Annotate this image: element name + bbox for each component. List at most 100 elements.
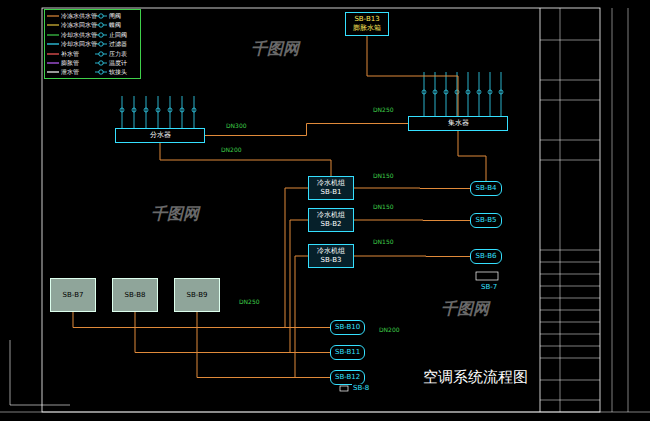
- drawing-title: 空调系统流程图: [423, 368, 528, 386]
- water-pipe: [160, 143, 331, 176]
- frame-line: [540, 298, 600, 299]
- legend-row: 止回阀: [95, 31, 127, 39]
- frame-line: [612, 8, 613, 412]
- legend-row: 过滤器: [95, 40, 127, 48]
- frame-line: [628, 8, 629, 412]
- valve-symbol: [120, 108, 124, 112]
- frame-line: [540, 322, 600, 323]
- pipe-size: DN200: [378, 326, 401, 334]
- node-heading: 冷水机组: [313, 247, 349, 256]
- water-pipe: [73, 312, 330, 328]
- frame-line: [0, 412, 650, 413]
- equipment-tag: 分水器: [120, 131, 200, 140]
- valve-symbol: [132, 108, 136, 112]
- legend-sample: [47, 13, 59, 19]
- equipment-tag: SB-B11: [335, 348, 360, 357]
- legend-label: 蝶阀: [109, 21, 121, 29]
- pipe-size: DN250: [372, 106, 395, 114]
- water-pipe: [367, 36, 458, 116]
- frame-line: [540, 140, 600, 141]
- chiller-unit: 冷水机组SB-B3: [308, 244, 354, 268]
- legend-sample: [47, 32, 59, 38]
- cooling-tower: SB-B7: [50, 278, 96, 312]
- valve-symbol: [168, 108, 172, 112]
- frame-line: [540, 40, 600, 41]
- cooling-tower: SB-B9: [174, 278, 220, 312]
- valve-symbol: [180, 108, 184, 112]
- valve-symbol: [144, 108, 148, 112]
- line-sample: [47, 44, 59, 45]
- legend-label: 止回阀: [109, 31, 127, 39]
- water-pipe: [458, 131, 486, 181]
- expansion-tank: SB-B13膨胀水箱: [345, 12, 389, 36]
- valve-symbol: [422, 90, 426, 94]
- frame-line: [540, 310, 600, 311]
- frame-line: [560, 8, 561, 412]
- equipment-tag: SB-B9: [179, 291, 215, 300]
- legend-label: 压力表: [109, 50, 127, 58]
- node-heading: 冷水机组: [313, 179, 349, 188]
- frame-line: [540, 286, 600, 287]
- legend-row: 冷冻水供水管: [47, 12, 97, 20]
- watermark: 千图网: [150, 205, 200, 223]
- equipment-tag: SB-B4: [475, 184, 497, 193]
- water-pump: SB-B10: [330, 320, 365, 335]
- symbol-sample: [99, 14, 103, 18]
- pipe-size: DN200: [220, 146, 243, 154]
- legend-sample: [95, 69, 107, 75]
- equipment-tag: SB-B2: [313, 220, 349, 229]
- valve-symbol: [477, 90, 481, 94]
- equipment-tag: SB-B3: [313, 256, 349, 265]
- legend-label: 膨胀管: [61, 59, 79, 67]
- frame-line: [540, 262, 600, 263]
- legend-row: 温度计: [95, 59, 127, 67]
- pipe-size: DN150: [372, 172, 395, 180]
- legend-sample: [47, 22, 59, 28]
- legend-box: 冷冻水供水管冷冻水回水管冷却水供水管冷却水回水管补水管膨胀管泄水管闸阀蝶阀止回阀…: [44, 9, 141, 79]
- line-sample: [47, 72, 59, 73]
- frame-border: [42, 8, 600, 412]
- water-pipe: [354, 220, 470, 222]
- legend-row: 软接头: [95, 68, 127, 76]
- valve-symbol: [444, 90, 448, 94]
- symbol-sample: [99, 33, 103, 37]
- equipment-tag: SB-B8: [117, 291, 153, 300]
- ucs-icon: [10, 405, 70, 406]
- symbol-sample: [99, 23, 103, 27]
- water-pipe: [290, 220, 330, 353]
- legend-row: 冷却水回水管: [47, 40, 97, 48]
- legend-sample: [47, 41, 59, 47]
- frame-line: [540, 250, 600, 251]
- water-pipe: [354, 256, 470, 258]
- equipment-tag: SB-B1: [313, 188, 349, 197]
- line-sample: [47, 15, 59, 16]
- legend-label: 温度计: [109, 59, 127, 67]
- equipment-tag: SB-B10: [335, 323, 360, 332]
- water-header: 集水器: [408, 116, 508, 131]
- ucs-icon: [10, 340, 11, 405]
- water-pump: SB-B4: [470, 181, 502, 196]
- pipe-size: DN250: [238, 298, 261, 306]
- equipment-tag: SB-7: [480, 283, 498, 292]
- water-pipe: [295, 256, 330, 378]
- legend-label: 补水管: [61, 50, 79, 58]
- symbol-sample: [99, 70, 103, 74]
- legend-row: 冷却水供水管: [47, 31, 97, 39]
- frame-line: [540, 100, 600, 101]
- valve-symbol: [433, 90, 437, 94]
- legend-row: 冷冻水回水管: [47, 21, 97, 29]
- device-symbol: [476, 272, 498, 280]
- pipe-size: DN150: [372, 238, 395, 246]
- legend-label: 冷冻水供水管: [61, 12, 97, 20]
- legend-sample: [95, 60, 107, 66]
- watermark: 千图网: [440, 300, 490, 318]
- line-sample: [47, 62, 59, 63]
- chiller-unit: 冷水机组SB-B2: [308, 208, 354, 232]
- device-symbol: [340, 386, 348, 391]
- water-header: 分水器: [115, 128, 205, 143]
- frame-line: [540, 8, 541, 412]
- watermark: 千图网: [250, 40, 300, 58]
- legend-sample: [47, 60, 59, 66]
- frame-line: [540, 346, 600, 347]
- frame-line: [540, 380, 600, 381]
